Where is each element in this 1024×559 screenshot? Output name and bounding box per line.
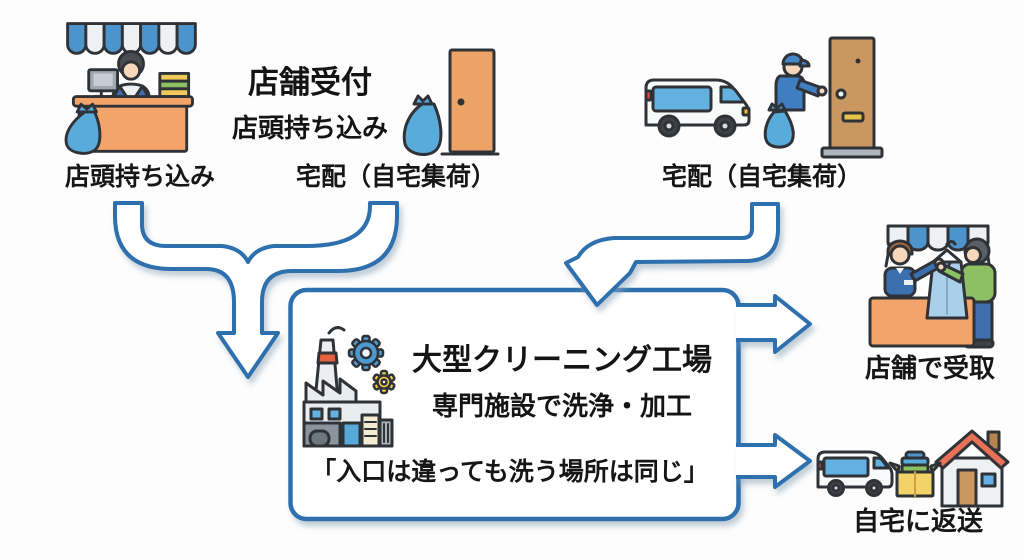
factory-to-home-arrow	[736, 433, 812, 489]
delivery-mid-label: 宅配（自宅集荷）	[295, 163, 496, 191]
van-house-return-icon	[812, 418, 1012, 512]
laundry-bag-door-icon	[398, 46, 500, 162]
factory-gears-icon	[296, 320, 396, 460]
store-pickup-handover-icon	[848, 222, 1008, 354]
factory-text-block: 大型クリーニング工場 専門施設で洗浄・加工	[394, 335, 730, 423]
factory-quote: 「入口は違っても洗う場所は同じ」	[311, 458, 709, 486]
factory-box	[288, 287, 741, 522]
delivery-right-label: 宅配（自宅集荷）	[661, 163, 862, 191]
factory-title: 大型クリーニング工場	[412, 344, 712, 377]
reception-subheading: 店頭持ち込み	[231, 113, 388, 143]
reception-text-block: 店舗受付 店頭持ち込み	[219, 57, 401, 145]
store-dropoff-label: 店頭持ち込み	[64, 163, 215, 191]
factory-to-store-arrow	[736, 294, 812, 354]
store-pickup-label: 店舗で受取	[864, 353, 995, 383]
merge-down-arrow	[113, 201, 399, 379]
reception-heading: 店舗受付	[248, 65, 372, 100]
courier-van-door-icon	[636, 28, 884, 160]
storefront-counter-icon	[54, 12, 208, 158]
factory-subtitle: 専門施設で洗浄・加工	[431, 391, 692, 421]
courier-to-factory-arrow	[564, 202, 780, 307]
home-return-label: 自宅に返送	[852, 506, 983, 536]
